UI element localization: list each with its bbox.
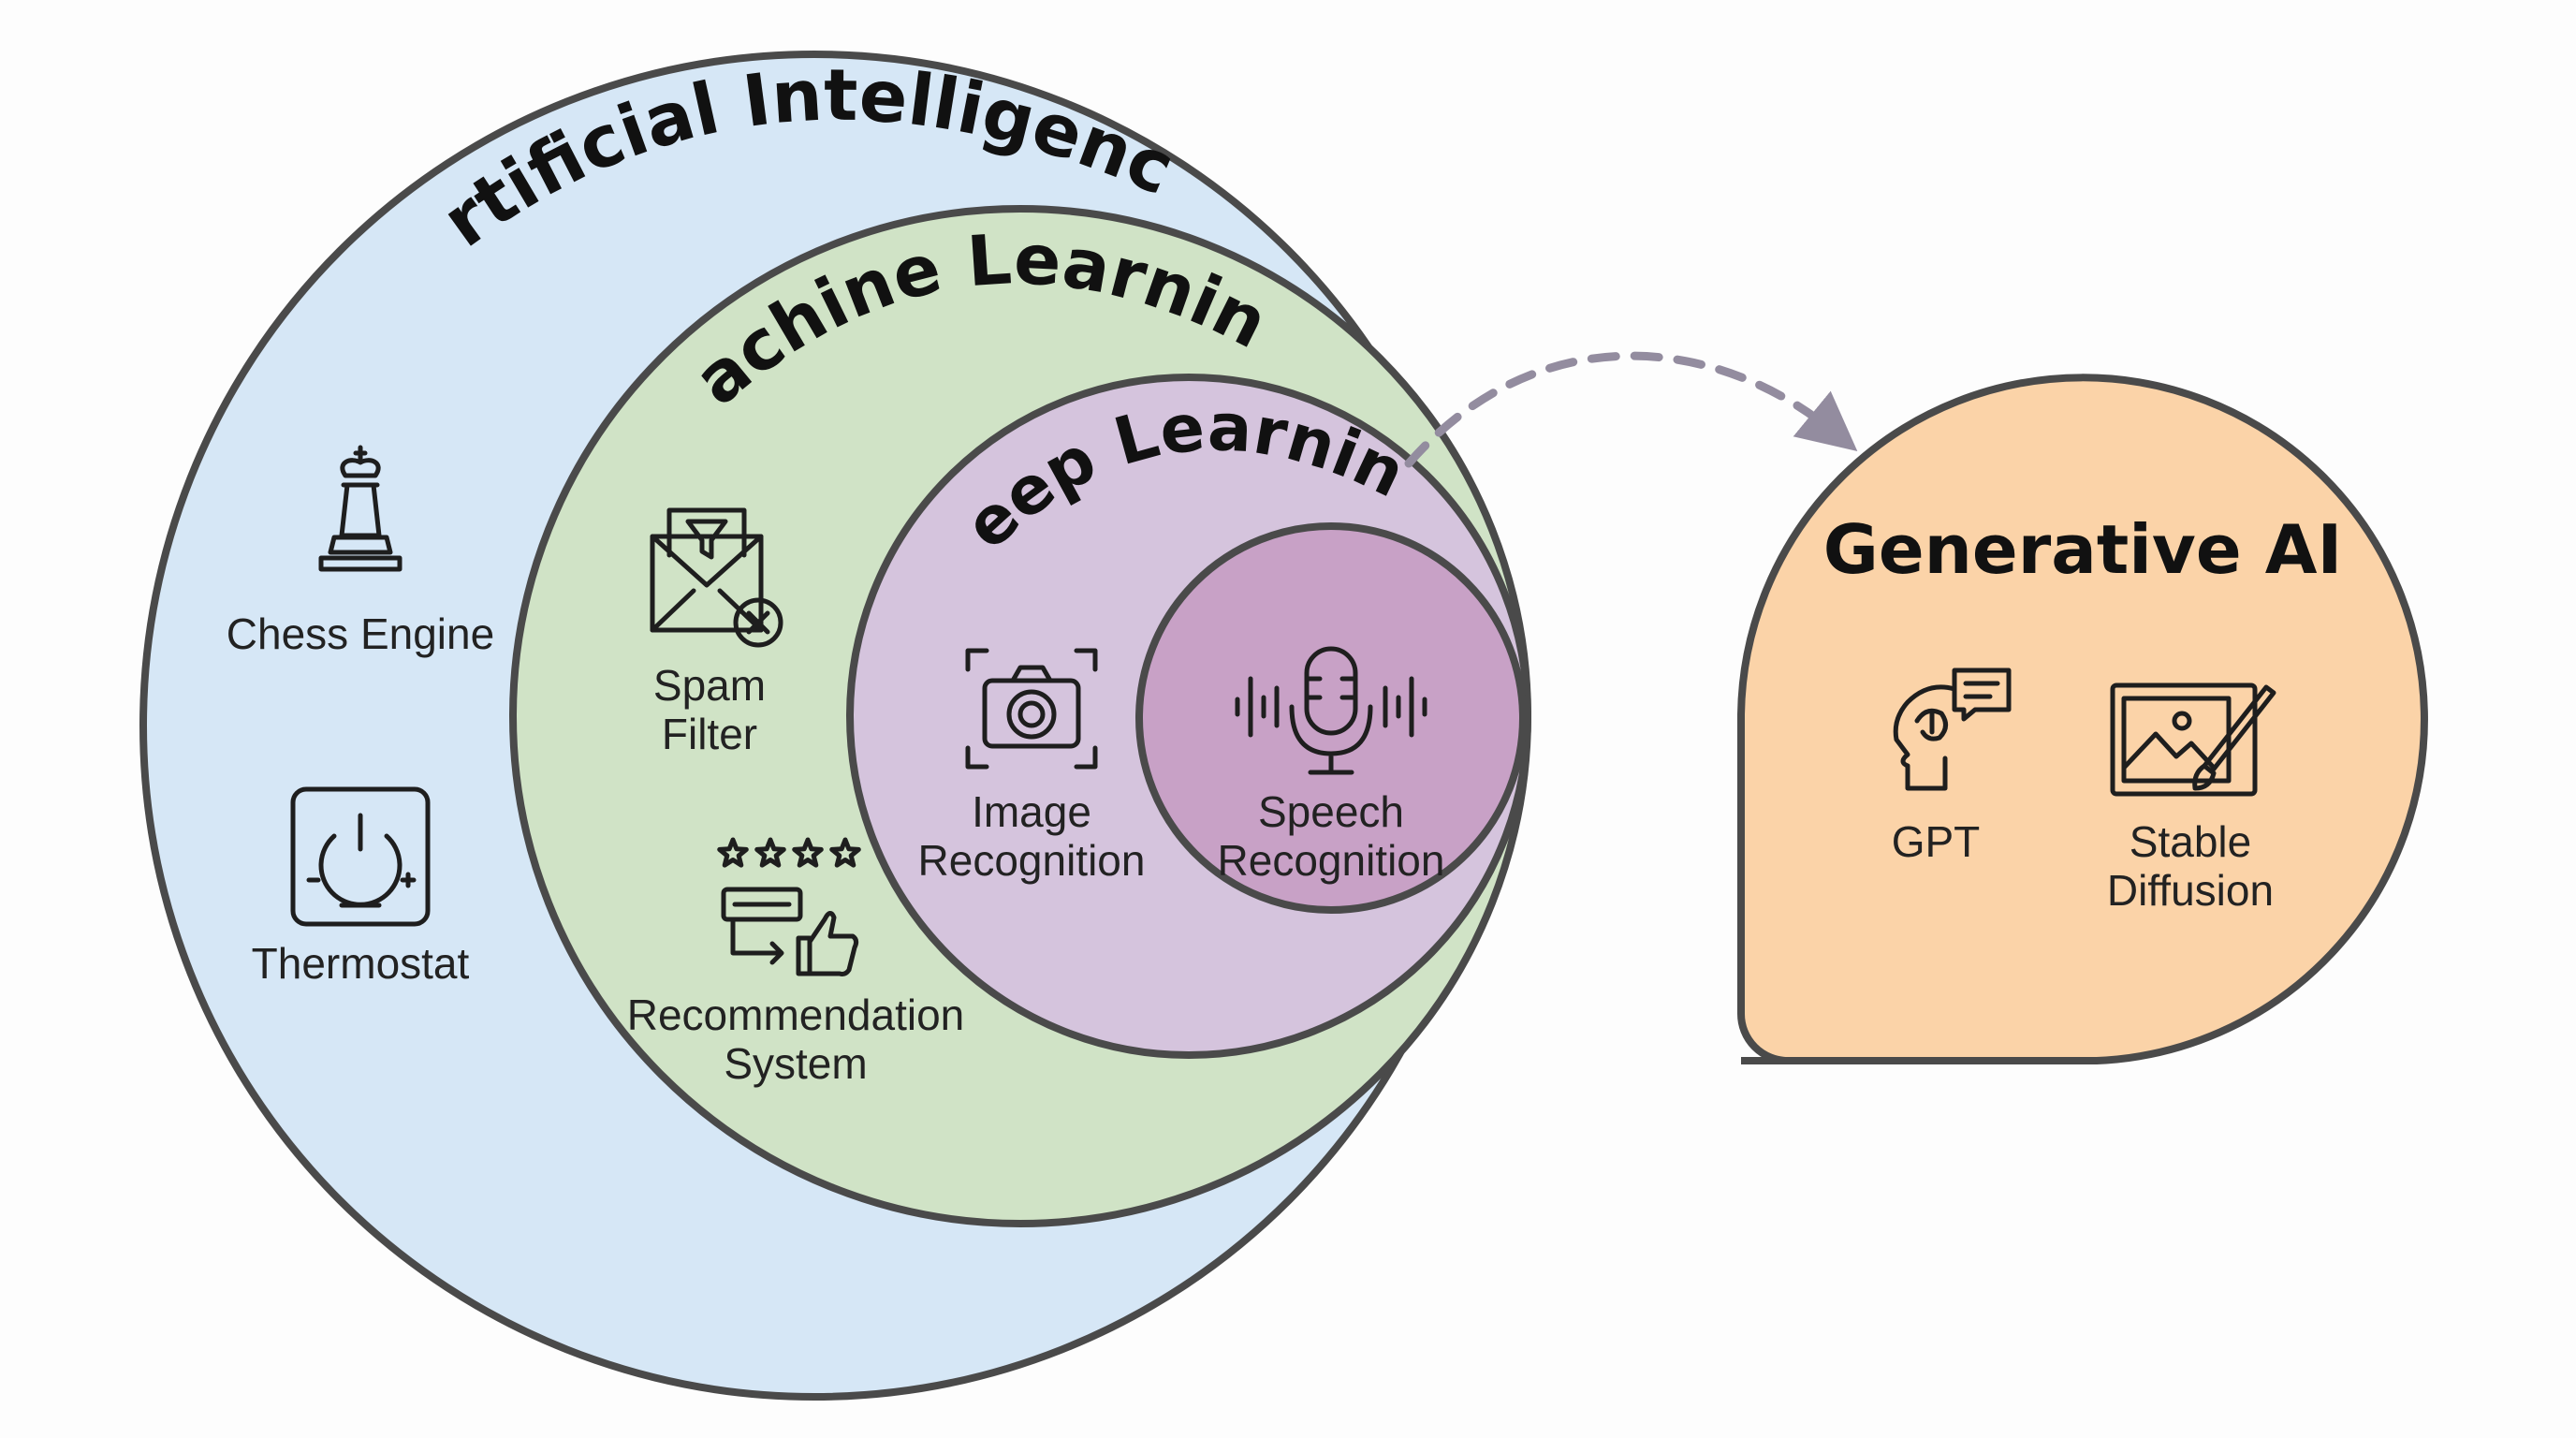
- rating-thumbs-up-icon: [717, 837, 861, 976]
- dashed-connector-arrow: [1404, 351, 1858, 468]
- generative-ai-title: Generative AI: [1823, 510, 2343, 589]
- microphone-icon: [1235, 646, 1427, 775]
- recommendation-label-line1: Recommendation: [627, 990, 965, 1039]
- chess-king-icon: [318, 445, 402, 572]
- speech-recognition-circle: [1135, 522, 1527, 914]
- image-recognition-label-line1: Image: [972, 787, 1091, 836]
- speech-recognition-label-line1: Speech: [1258, 787, 1404, 836]
- speech-recognition-label-line2: Recognition: [1218, 836, 1445, 885]
- rating-star-icon: [754, 837, 786, 868]
- image-recognition-label-line2: Recognition: [918, 836, 1146, 885]
- camera-icon: [965, 648, 1098, 770]
- stable-diffusion-label-line1: Stable: [2130, 817, 2251, 866]
- head-chat-icon: [1893, 668, 2012, 791]
- spam-filter-label-line2: Filter: [662, 710, 757, 758]
- rating-star-icon: [792, 837, 824, 868]
- rating-star-icon: [717, 837, 749, 868]
- rating-star-icon: [829, 837, 861, 868]
- recommendation-label-line2: System: [724, 1039, 867, 1088]
- generative-ai-shape: [1737, 374, 2428, 1064]
- thermostat-icon: [290, 786, 431, 927]
- envelope-filter-icon: [650, 507, 783, 648]
- stable-diffusion-label-line2: Diffusion: [2107, 866, 2274, 915]
- rating-stars-icon: [717, 837, 861, 868]
- thermostat-label: Thermostat: [252, 939, 470, 988]
- image-brush-icon: [2110, 682, 2276, 797]
- chess-engine-label: Chess Engine: [227, 609, 494, 658]
- spam-filter-label-line1: Spam: [653, 661, 766, 710]
- gpt-label: GPT: [1892, 817, 1981, 866]
